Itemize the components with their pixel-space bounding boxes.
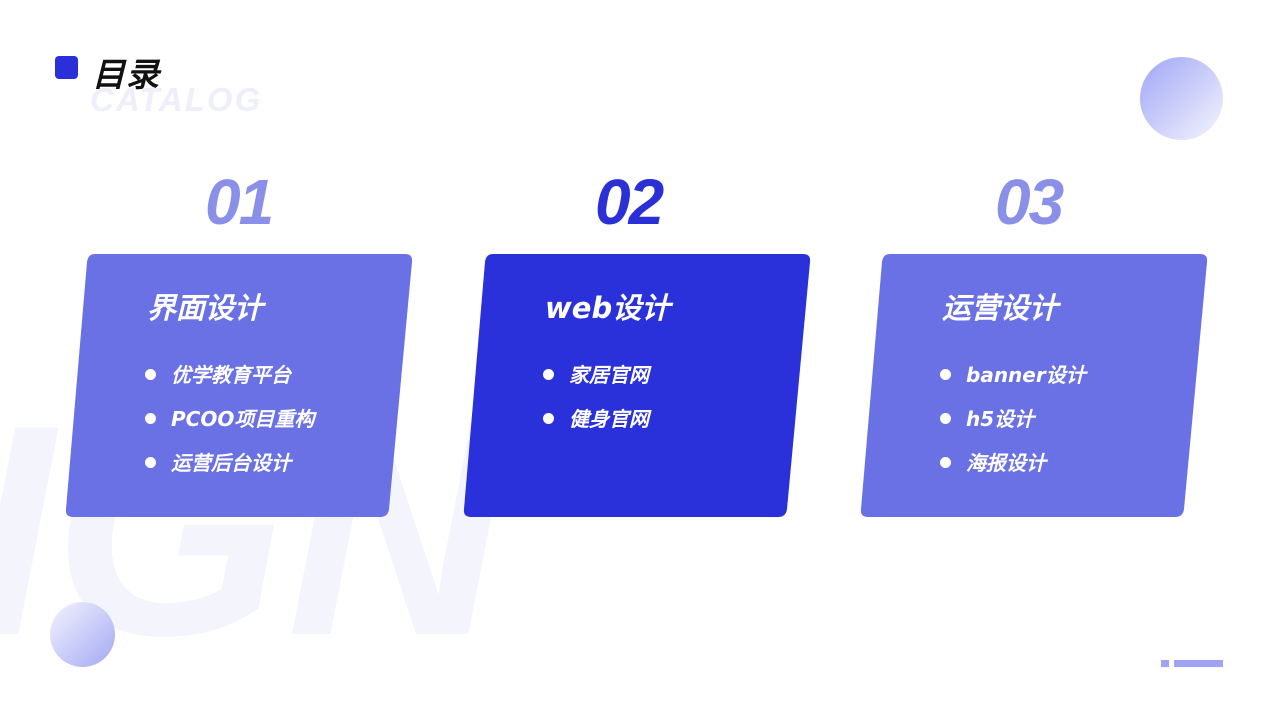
decorative-dash-small	[1161, 660, 1169, 667]
section-card-3[interactable]: 运营设计 banner设计 h5设计 海报设计	[860, 254, 1208, 517]
card-background-shape	[65, 254, 413, 517]
card-content: 运营设计 banner设计 h5设计 海报设计	[860, 254, 1208, 517]
page-subtitle: CATALOG	[90, 81, 263, 118]
list-item-label: 家居官网	[569, 363, 649, 387]
list-item[interactable]: 海报设计	[940, 450, 1086, 494]
list-item[interactable]: 家居官网	[543, 362, 649, 406]
list-item-label: 海报设计	[966, 451, 1046, 475]
section-number-1: 01	[205, 166, 274, 238]
list-item-label: PCOO项目重构	[171, 407, 315, 431]
section-card-1[interactable]: 界面设计 优学教育平台 PCOO项目重构 运营后台设计	[65, 254, 413, 517]
decorative-circle-top-right	[1140, 57, 1223, 140]
section-number-2: 02	[595, 166, 664, 238]
list-item[interactable]: PCOO项目重构	[145, 406, 314, 450]
card-title: 界面设计	[147, 291, 264, 325]
card-item-list: 家居官网 健身官网	[543, 362, 649, 450]
decorative-dash-long	[1174, 660, 1223, 667]
section-card-2[interactable]: web设计 家居官网 健身官网	[463, 254, 811, 517]
list-item[interactable]: 优学教育平台	[145, 362, 314, 406]
list-item-label: h5设计	[966, 407, 1035, 431]
list-item-label: 运营后台设计	[171, 451, 291, 475]
bullet-dot-icon	[940, 457, 951, 468]
bullet-dot-icon	[145, 413, 156, 424]
list-item[interactable]: 运营后台设计	[145, 450, 314, 494]
card-content: web设计 家居官网 健身官网	[463, 254, 811, 517]
bullet-dot-icon	[145, 457, 156, 468]
list-item[interactable]: h5设计	[940, 406, 1086, 450]
page-title: 目录	[92, 55, 160, 94]
card-background-shape	[463, 254, 811, 517]
section-number-3: 03	[995, 166, 1064, 238]
bullet-dot-icon	[543, 369, 554, 380]
list-item[interactable]: banner设计	[940, 362, 1086, 406]
card-title: 运营设计	[942, 291, 1059, 325]
bullet-dot-icon	[940, 413, 951, 424]
decorative-circle-bottom-left	[50, 602, 115, 667]
card-item-list: banner设计 h5设计 海报设计	[940, 362, 1086, 494]
card-content: 界面设计 优学教育平台 PCOO项目重构 运营后台设计	[65, 254, 413, 517]
bullet-dot-icon	[543, 413, 554, 424]
card-title: web设计	[545, 291, 671, 325]
bullet-dot-icon	[145, 369, 156, 380]
list-item-label: 健身官网	[569, 407, 649, 431]
card-item-list: 优学教育平台 PCOO项目重构 运营后台设计	[145, 362, 314, 494]
card-background-shape	[860, 254, 1208, 517]
list-item[interactable]: 健身官网	[543, 406, 649, 450]
list-item-label: 优学教育平台	[171, 363, 291, 387]
bullet-dot-icon	[940, 369, 951, 380]
title-square-icon	[55, 56, 78, 79]
list-item-label: banner设计	[966, 363, 1086, 387]
